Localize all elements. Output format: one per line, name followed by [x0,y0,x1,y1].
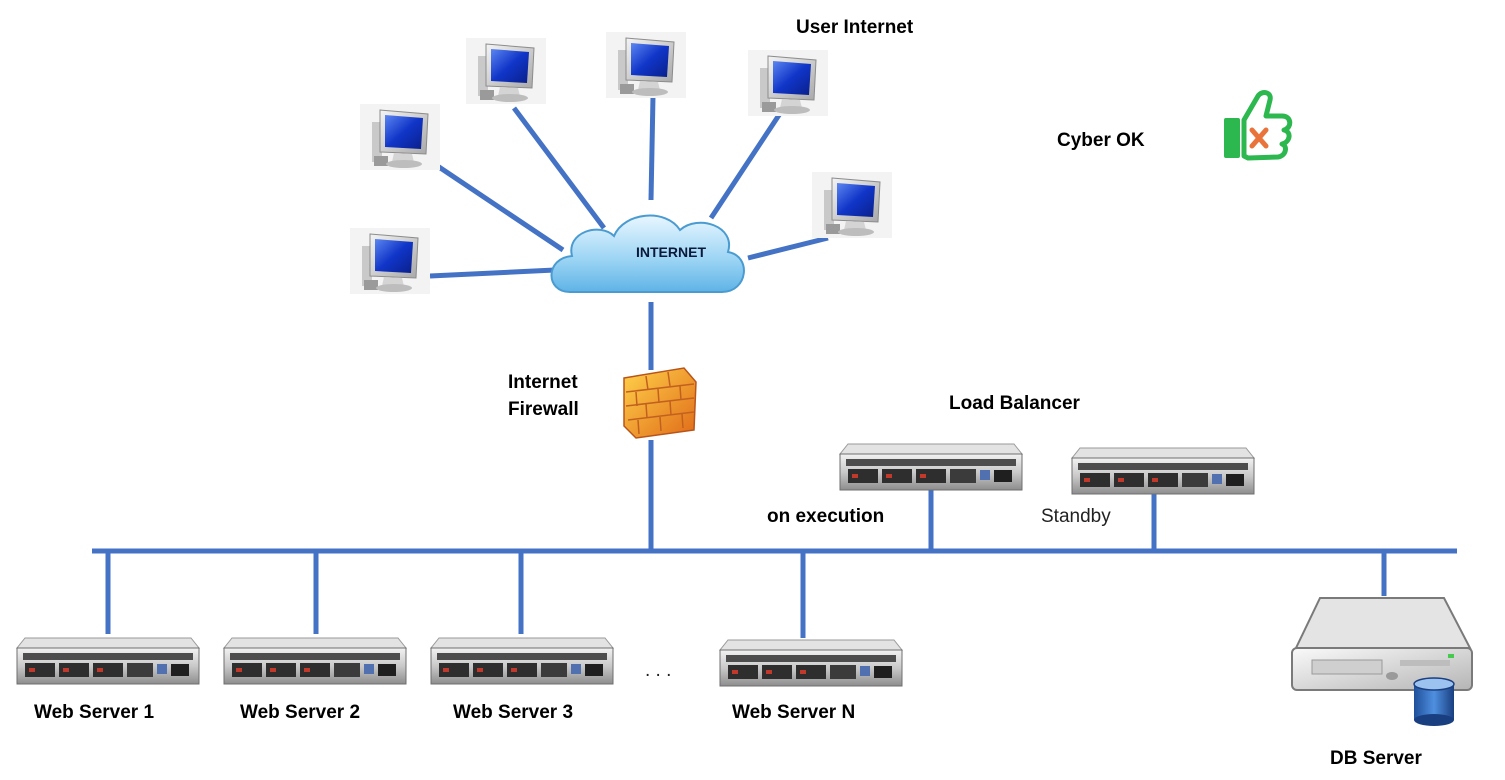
computer-icon [359,103,441,171]
cyber-ok-label: Cyber OK [1057,130,1145,151]
network-links [92,95,1457,638]
link-pc6-cloud [747,235,829,261]
database-cylinder-icon [1413,677,1455,726]
web-server-3-rack-server-icon [430,637,614,685]
load-balancer-active-rack-server-icon [839,443,1023,491]
web-server-n-rack-server-icon [719,639,903,687]
internet-cloud-icon: INTERNET [550,214,745,293]
web-server-3-label: Web Server 3 [453,702,573,723]
computer-icon [747,49,829,117]
link-pc3-cloud [512,106,606,230]
cloud-label: INTERNET [636,244,706,260]
web-server-2-label: Web Server 2 [240,702,360,723]
link-pc1-cloud [429,267,556,279]
firewall-label-line2: Firewall [508,399,579,420]
web-server-n-label: Web Server N [732,702,855,723]
standby-label: Standby [1041,506,1111,527]
firewall-label-line1: Internet [508,372,578,393]
web-server-1-rack-server-icon [16,637,200,685]
user-internet-label: User Internet [796,17,914,38]
link-pc5-cloud [708,110,784,220]
link-pc2-cloud [434,162,565,253]
on-execution-label: on execution [767,506,884,527]
ellipsis-label: . . . [645,660,671,681]
database-server-icon [1291,597,1473,726]
computer-icon [605,31,687,99]
link-pc4-cloud [648,95,656,201]
load-balancer-standby-rack-server-icon [1071,447,1255,495]
computer-icon [465,37,547,105]
load-balancer-label: Load Balancer [949,393,1081,414]
web-server-1-label: Web Server 1 [34,702,154,723]
thumbs-up-icon [1224,90,1293,161]
web-server-2-rack-server-icon [223,637,407,685]
brick-firewall-icon [623,367,697,439]
computer-icon [811,171,893,239]
db-server-label: DB Server [1330,748,1422,769]
computer-icon [349,227,431,295]
